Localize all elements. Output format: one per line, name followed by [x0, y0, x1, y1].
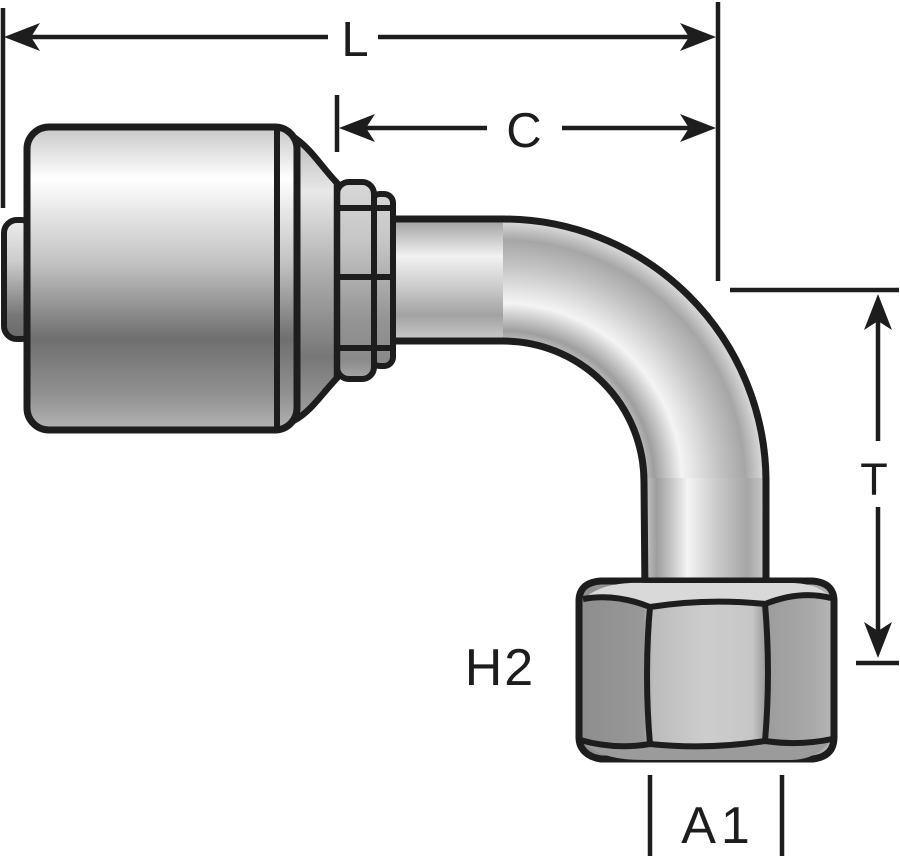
ferrule-cone [291, 131, 341, 426]
label-C: C [506, 104, 541, 158]
T-arrow-up [864, 294, 892, 330]
C-arrow-left [339, 114, 375, 142]
label-H2: H2 [465, 639, 535, 697]
dimension-C [334, 95, 692, 152]
tube-inner-outline [390, 337, 649, 596]
label-A1: A1 [681, 797, 755, 855]
label-L: L [341, 13, 368, 67]
ferrule-body [23, 123, 301, 434]
nut-top-chamfer-line [582, 592, 832, 611]
C-arrow-right [680, 114, 716, 142]
nut-body [575, 577, 838, 763]
tube-bend-shading [503, 219, 766, 482]
T-arrow-down [864, 622, 892, 658]
collar-retention-rings [334, 179, 396, 382]
nut-face-divider-left [644, 606, 653, 745]
tube-horizontal-shading [390, 221, 504, 339]
label-T: T [860, 454, 888, 505]
dimension-T [730, 287, 899, 666]
elbow-tube [390, 215, 770, 600]
crimp-ferrule-collar [23, 123, 301, 434]
dimension-A1 [647, 775, 785, 856]
nut-face-divider-right [762, 603, 771, 742]
dimension-L [0, 2, 721, 281]
tube-outer-outline [390, 215, 770, 595]
L-arrow-right [680, 23, 716, 51]
ring-divider-lines [338, 205, 392, 351]
L-arrow-left [4, 23, 40, 51]
female-swivel-hex-nut [575, 577, 838, 763]
nut-bottom-chamfer-line [579, 736, 833, 750]
